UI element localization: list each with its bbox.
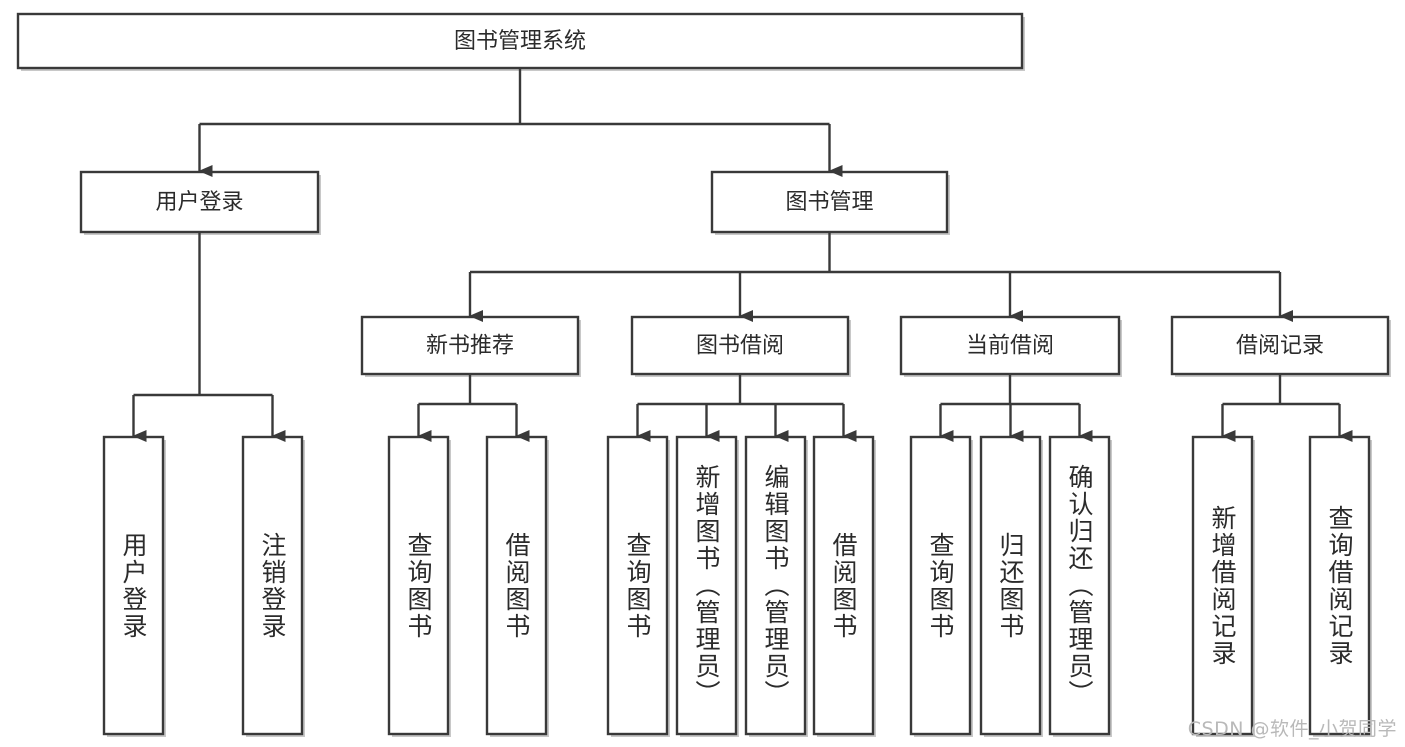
node-box-leaf-edit-book[interactable] bbox=[744, 435, 807, 736]
node-label-book-manage: 图书管理 bbox=[785, 190, 873, 215]
node-box-leaf-user-login[interactable] bbox=[102, 435, 165, 736]
node-box-current-borrow[interactable] bbox=[899, 315, 1121, 376]
node-box-leaf-add-record[interactable] bbox=[1191, 435, 1254, 736]
node-label-new-book-recommend: 新书推荐 bbox=[426, 334, 514, 359]
node-label-book-borrow: 图书借阅 bbox=[696, 334, 784, 359]
node-box-root[interactable] bbox=[16, 12, 1024, 70]
node-box-leaf-confirm-return[interactable] bbox=[1048, 435, 1111, 736]
node-box-borrow-record[interactable] bbox=[1170, 315, 1390, 376]
node-box-leaf-borrow-book[interactable] bbox=[812, 435, 875, 736]
node-box-leaf-logout[interactable] bbox=[241, 435, 304, 736]
node-box-leaf-query-record[interactable] bbox=[1308, 435, 1371, 736]
node-label-root: 图书管理系统 bbox=[454, 29, 586, 54]
node-label-user-login: 用户登录 bbox=[155, 190, 243, 215]
node-boxes-layer bbox=[16, 12, 1391, 737]
node-box-leaf-query-book-borrow[interactable] bbox=[606, 435, 669, 736]
node-box-leaf-return-book[interactable] bbox=[979, 435, 1042, 736]
node-label-current-borrow: 当前借阅 bbox=[966, 334, 1054, 359]
node-box-leaf-add-book[interactable] bbox=[675, 435, 738, 736]
node-box-user-login[interactable] bbox=[79, 170, 320, 234]
node-box-leaf-borrow-book-rec[interactable] bbox=[485, 435, 548, 736]
connectors-layer bbox=[132, 68, 1353, 442]
watermark-text: CSDN @软件_小贺同学 bbox=[1187, 718, 1397, 740]
node-box-leaf-query-book-rec[interactable] bbox=[387, 435, 450, 736]
node-label-borrow-record: 借阅记录 bbox=[1236, 334, 1324, 359]
node-box-leaf-query-book-cur[interactable] bbox=[909, 435, 972, 736]
